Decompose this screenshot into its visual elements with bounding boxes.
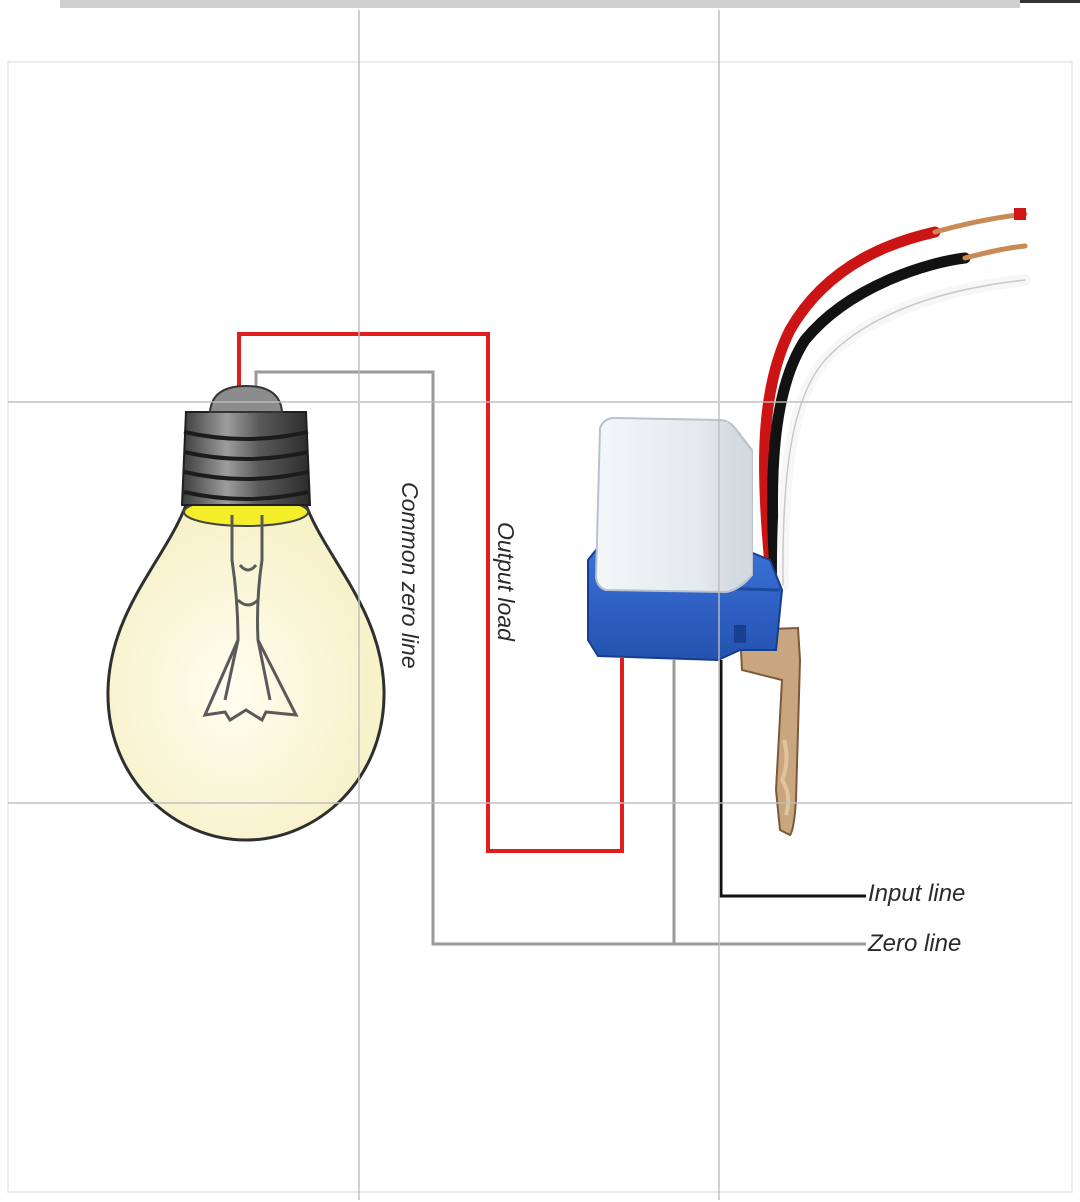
top-edge-right xyxy=(1020,0,1080,3)
photocell-switch-icon xyxy=(587,208,1031,837)
bulb-filament xyxy=(202,515,299,723)
live-wire xyxy=(237,332,624,853)
light-bulb-icon xyxy=(106,384,386,842)
input-wire xyxy=(719,660,866,898)
bulb-glass xyxy=(106,503,386,842)
grid-overlay xyxy=(8,10,1072,1200)
label-input-line: Input line xyxy=(868,880,965,907)
label-zero-line: Zero line xyxy=(867,930,961,957)
bulb-contact xyxy=(208,384,284,413)
label-common-zero-line: Common zero line xyxy=(397,482,423,669)
label-output-load: Output load xyxy=(493,522,519,642)
top-border xyxy=(60,0,1020,8)
sensor-lead-wires xyxy=(759,208,1031,591)
